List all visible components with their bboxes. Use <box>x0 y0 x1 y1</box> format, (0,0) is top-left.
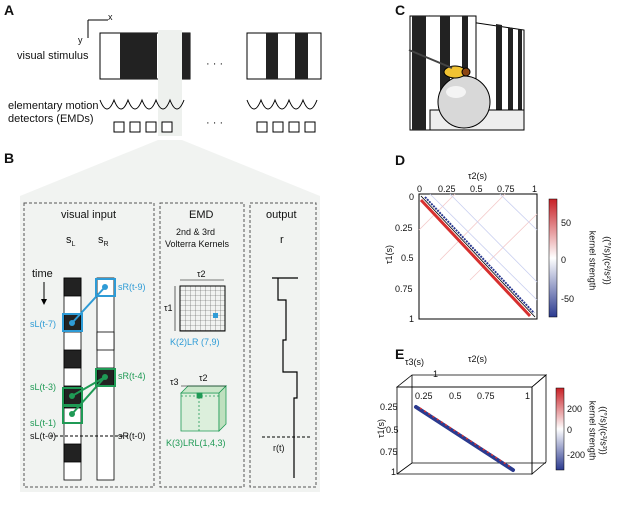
d-xlabel: τ2(s) <box>468 171 488 181</box>
sr-t9-label: sR(t-9) <box>118 282 146 292</box>
kernel3-label: K(3)LRL(1,4,3) <box>166 438 226 448</box>
d-cbar-tick-0: 0 <box>561 255 567 265</box>
panel-d-graphics <box>418 193 558 320</box>
d-cbar-label2: ((°/s)/(c²/s²)) <box>602 236 613 285</box>
d-xtick-0: 0 <box>417 184 423 194</box>
e-xlabel: τ2(s) <box>468 354 488 364</box>
sl-text: s <box>66 234 72 246</box>
panel-c-graphics <box>408 15 525 131</box>
d-ytick-3: 0.75 <box>395 284 413 294</box>
panel-a-graphics <box>20 19 322 196</box>
d-ytick-4: 1 <box>409 314 415 324</box>
e-xtick-0: 0.25 <box>415 391 433 401</box>
ellipsis-stimulus: · · · <box>206 58 224 70</box>
d-ytick-2: 0.5 <box>401 253 414 263</box>
d-xtick-1: 0.25 <box>438 184 456 194</box>
e-cbar-tick-neg200: -200 <box>567 450 586 460</box>
sl-t7-label: sL(t-7) <box>30 319 57 329</box>
sr-label: sR <box>98 234 109 251</box>
e-ytick-1: 0.5 <box>386 425 399 435</box>
e-ztick: 1 <box>433 369 439 379</box>
panel-e-graphics <box>395 374 565 475</box>
d-ytick-0: 0 <box>409 192 415 202</box>
volterra-line1: 2nd & 3rd <box>176 227 216 237</box>
d-xtick-3: 0.75 <box>497 184 515 194</box>
volterra-line2: Volterra Kernels <box>165 239 230 249</box>
panel-label-a: A <box>4 2 15 18</box>
e-xtick-3: 1 <box>525 391 531 401</box>
sl-subscript: L <box>71 241 76 249</box>
axis-y-label: y <box>78 35 83 45</box>
e-ytick-2: 0.75 <box>380 447 398 457</box>
panel-b-graphics <box>20 196 320 492</box>
e-cbar-tick-0: 0 <box>567 425 573 435</box>
d-xtick-2: 0.5 <box>470 184 483 194</box>
emd-label-line2: detectors (EMDs) <box>8 113 94 125</box>
d-cbar-tick-50: 50 <box>561 218 572 228</box>
output-title: output <box>266 209 297 221</box>
e-xtick-1: 0.5 <box>449 391 462 401</box>
rt-label: r(t) <box>273 443 285 453</box>
kernel2-label: K(2)LR (7,9) <box>170 337 220 347</box>
tau2-cube-label: τ2 <box>199 373 208 383</box>
tau1-grid-label: τ1 <box>164 303 173 313</box>
tau3-cube-label: τ3 <box>170 377 179 387</box>
d-ylabel: τ1(s) <box>384 244 395 265</box>
tau2-grid-label: τ2 <box>197 269 206 279</box>
d-xtick-4: 1 <box>532 184 538 194</box>
d-cbar-tick-neg50: -50 <box>561 294 575 304</box>
panel-label-d: D <box>395 152 406 168</box>
panel-label-e: E <box>395 346 405 362</box>
emd-label-line1: elementary motion <box>8 100 99 112</box>
sl-t1-label: sL(t-1) <box>30 418 57 428</box>
sl-t0-label: sL(t-0) <box>30 431 57 441</box>
sl-label: sL <box>66 234 75 251</box>
ellipsis-emd: · · · <box>206 117 224 129</box>
d-cbar-label1: kernel strength <box>587 230 598 291</box>
e-ytick-3: 1 <box>391 467 397 477</box>
panel-label-b: B <box>4 150 15 166</box>
d-ytick-1: 0.25 <box>395 223 413 233</box>
visual-stimulus-label: visual stimulus <box>17 50 89 62</box>
panel-label-c: C <box>395 2 406 18</box>
e-cbar-tick-200: 200 <box>567 404 583 414</box>
sl-t3-label: sL(t-3) <box>30 382 57 392</box>
sr-subscript: R <box>103 241 109 249</box>
sr-t0-label: sR(t-0) <box>118 431 146 441</box>
time-label: time <box>32 268 53 280</box>
sr-text: s <box>98 234 104 246</box>
r-label: r <box>280 234 284 246</box>
visual-input-title: visual input <box>61 209 117 221</box>
sr-t4-label: sR(t-4) <box>118 371 146 381</box>
e-ytick-0: 0.25 <box>380 402 398 412</box>
e-zlabel: τ3(s) <box>405 357 425 367</box>
e-xtick-2: 0.75 <box>477 391 495 401</box>
emd-title: EMD <box>189 209 214 221</box>
e-cbar-label2: ((°/s)/(c³/s³)) <box>598 406 609 455</box>
axis-x-label: x <box>108 12 113 22</box>
